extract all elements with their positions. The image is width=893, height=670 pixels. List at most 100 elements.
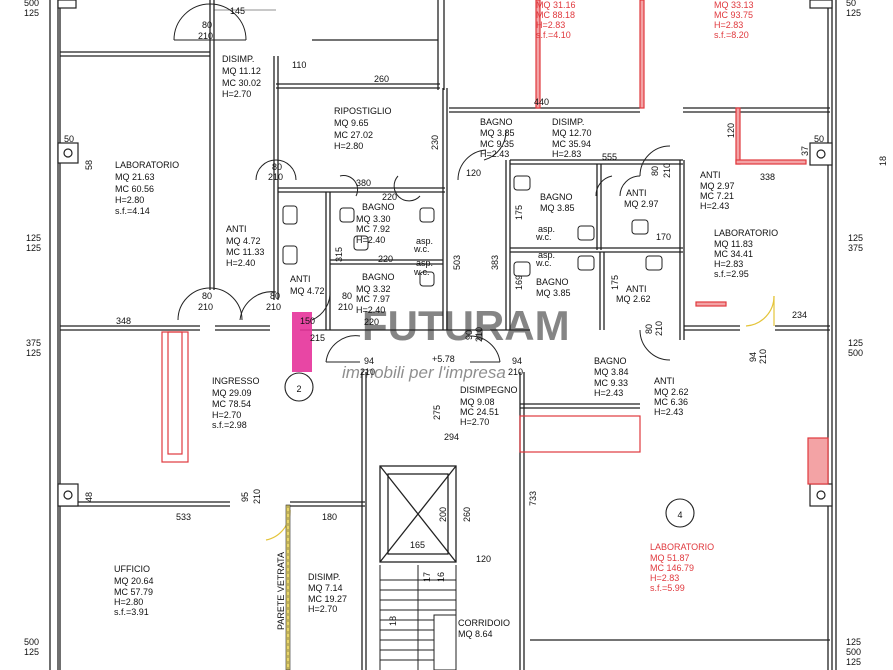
room-top-right: MQ 33.13 MC 93.75 H=2.83 s.f.=8.20 [714,0,754,40]
room-volume: MC 88.18 [536,10,575,20]
dim-label: 220 [382,192,397,202]
walls [49,0,837,670]
room-anti-left: ANTI MQ 4.72 MC 11.33 H=2.40 [226,224,264,268]
room-height: H=2.43 [594,388,623,398]
room-area: MQ 2.97 [700,181,735,191]
room-name: BAGNO [362,202,395,212]
room-area: MQ 11.83 [714,239,753,249]
dim-label: 210 [758,349,768,364]
room-height: H=2.83 [650,573,679,583]
dim-label: 210 [252,489,262,504]
room-area: MQ 33.13 [714,0,754,10]
room-area: MQ 2.62 [616,294,651,304]
room-volume: MC 60.56 [115,184,154,194]
room-volume: MC 27.02 [334,130,373,140]
dim-label: 500 [24,0,39,8]
dim-label: 110 [292,60,306,70]
dim-label: 215 [310,333,325,343]
dim-label: 169 [514,275,524,290]
room-sf: s.f.=2.98 [212,420,247,430]
room-disimpegno: DISIMPEGNO MQ 9.08 MC 24.51 H=2.70 [460,385,518,427]
room-name: CORRIDOIO [458,618,510,628]
dim-label: 80 [644,324,654,334]
dim-label: 165 [410,540,425,550]
dim-label: 175 [514,205,524,220]
room-anti-small: ANTI MQ 4.72 [290,274,325,296]
room-marker-4: 4 [677,510,682,520]
room-anti-r3: ANTI MQ 2.62 [616,284,651,304]
dim-label: 125 [846,8,861,18]
room-lab-big: LABORATORIO MQ 51.87 MC 146.79 H=2.83 s.… [650,542,714,593]
room-volume: MC 146.79 [650,563,694,573]
dim-label: 145 [230,6,245,16]
dim-label: 150 [300,316,315,326]
room-area: MQ 3.30 [356,214,391,224]
room-height: H=2.70 [212,410,241,420]
dim-label: 230 [430,135,440,150]
room-markers [284,372,695,528]
room-height: H=2.80 [115,195,144,205]
room-height: H=2.83 [714,20,743,30]
asp-label: asp. [416,258,433,268]
watermark-brand: FUTURAM [362,302,570,349]
room-bagno-1: BAGNO MQ 3.30 MC 7.92 H=2.40 [356,202,395,245]
dimensions: 145 80 210 110 260 440 230 380 220 315 2… [24,0,888,667]
dim-label: 210 [474,327,484,342]
wc-label: w.c. [535,232,552,242]
asp-label: asp. [538,250,555,260]
dim-label: 380 [356,178,371,188]
wc-label: w.c. [413,244,430,254]
dim-label: 58 [84,160,94,170]
asp-wc-r2: asp. w.c. [535,250,555,268]
room-volume: MC 9.33 [594,378,628,388]
dim-label: 125 [24,8,39,18]
room-bagno-r3: BAGNO MQ 3.85 [536,277,571,298]
dim-label: 733 [528,491,538,506]
stair-number: 18 [388,616,398,626]
room-area: MQ 20.64 [114,576,154,586]
dim-label: 94 [512,356,522,366]
dim-label: 95 [240,492,250,502]
dim-label: 294 [444,432,459,442]
room-name: ANTI [626,284,647,294]
room-area: MQ 3.85 [480,128,515,138]
room-sf: s.f.=4.14 [115,206,150,216]
dim-label: 348 [116,316,131,326]
room-name: UFFICIO [114,564,150,574]
dim-label: 120 [476,554,491,564]
room-name: ANTI [626,188,647,198]
stair-numbers: 17 16 18 [388,572,446,626]
room-name: BAGNO [362,272,395,282]
room-volume: MC 78.54 [212,399,251,409]
room-name: LABORATORIO [714,228,778,238]
room-corridoio: CORRIDOIO MQ 8.64 [458,618,510,639]
dim-label: 500 [848,348,863,358]
room-height: H=2.70 [222,89,251,99]
dim-label: 234 [792,310,807,320]
room-sf: s.f.=8.20 [714,30,749,40]
room-name: ANTI [654,376,675,386]
watermark-accent [292,312,312,372]
dim-label: 125 [24,647,39,657]
room-height: H=2.43 [480,149,509,159]
dim-label: 220 [364,317,379,327]
room-height: H=2.83 [552,149,581,159]
room-volume: MC 6.36 [654,397,688,407]
room-volume: MC 19.27 [308,594,347,604]
room-name: DISIMP. [308,572,340,582]
door-swings [173,3,671,363]
room-height: H=2.43 [654,407,683,417]
room-name: INGRESSO [212,376,260,386]
dim-label: 80 [272,162,282,172]
room-anti-r4: ANTI MQ 2.62 MC 6.36 H=2.43 [654,376,689,417]
wc-label: w.c. [413,267,430,277]
dim-label: 90 [464,330,474,340]
room-lab-left: LABORATORIO MQ 21.63 MC 60.56 H=2.80 s.f… [115,160,179,216]
dim-label: 80 [202,20,212,30]
asp-wc-1: asp. w.c. [413,236,433,254]
room-bagno-r4: BAGNO MQ 3.84 MC 9.33 H=2.43 [594,356,629,398]
room-area: MQ 9.65 [334,118,369,128]
room-name: BAGNO [540,192,573,202]
room-disimp-r: DISIMP. MQ 12.70 MC 35.94 H=2.83 [552,117,592,159]
